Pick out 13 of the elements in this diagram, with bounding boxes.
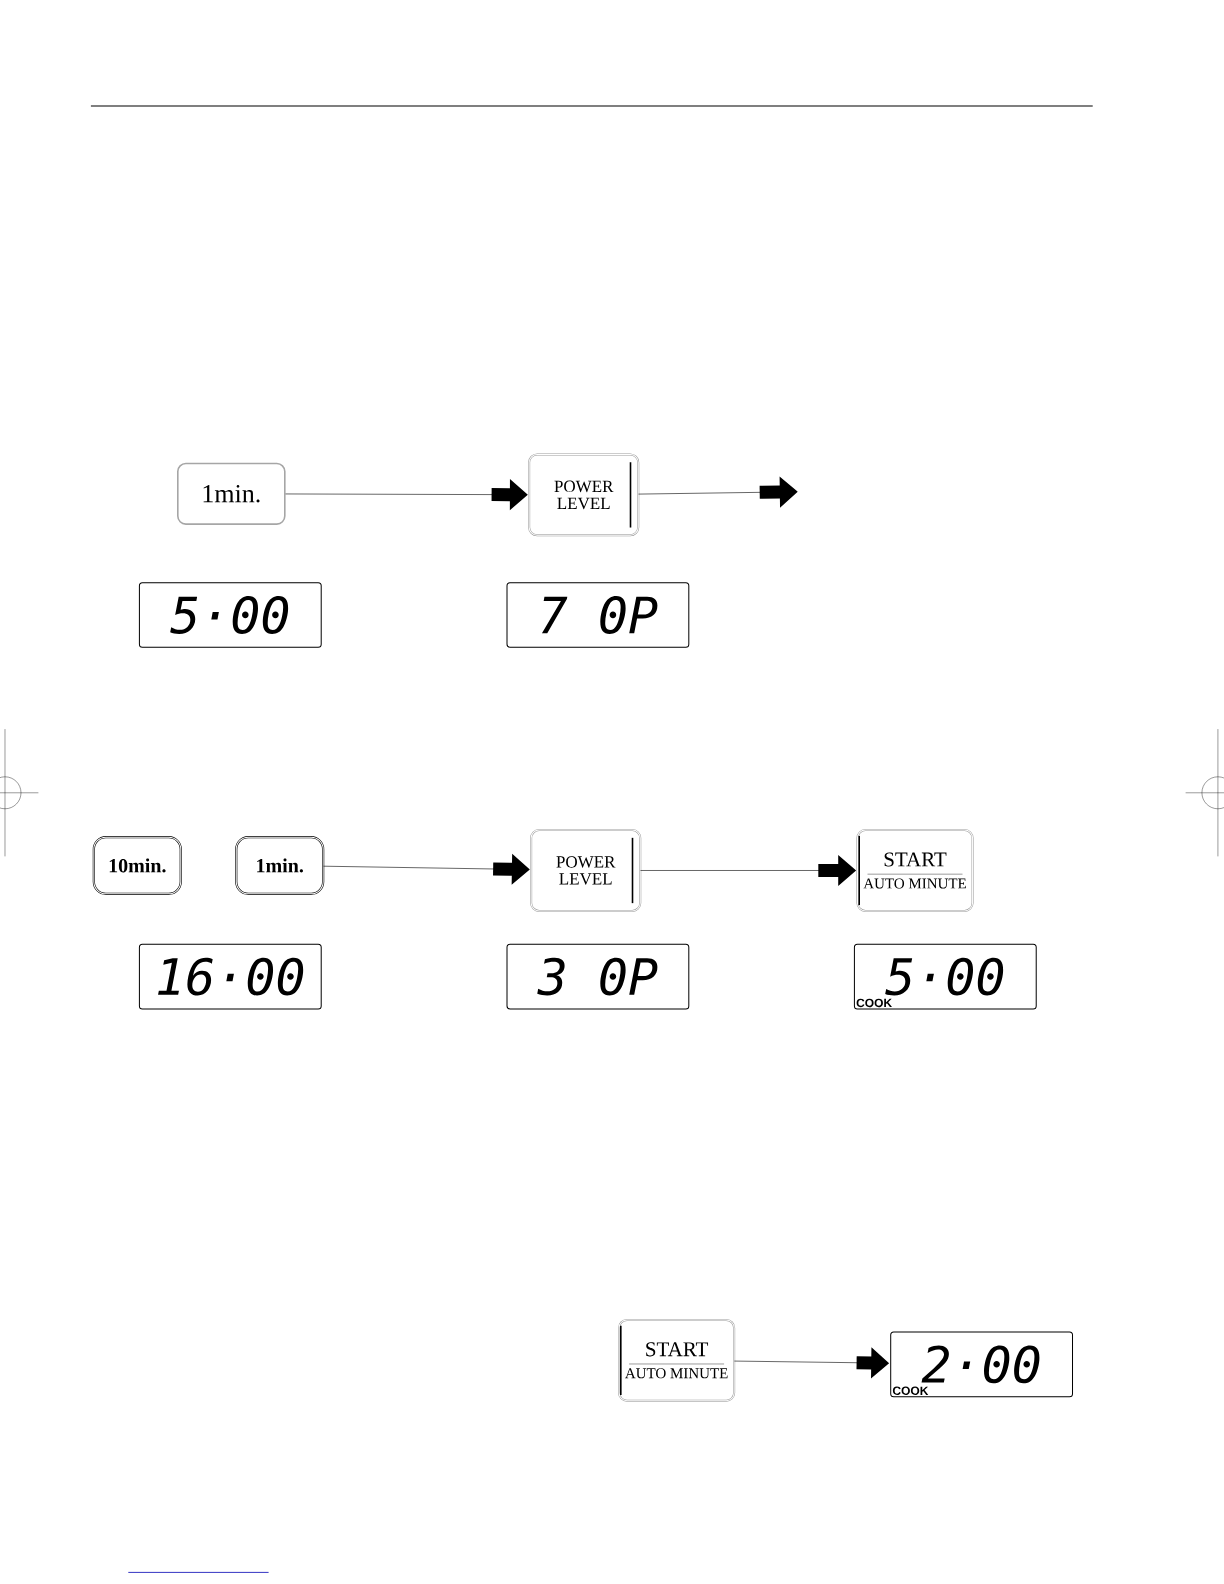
button: 10min. bbox=[92, 836, 182, 895]
display-panel: 3 0P bbox=[506, 943, 690, 1010]
button: 1min. bbox=[177, 462, 286, 525]
display-panel: 7 0P bbox=[506, 582, 690, 648]
button: START AUTO MINUTE bbox=[856, 829, 974, 912]
button: START AUTO MINUTE bbox=[618, 1318, 736, 1402]
display-panel: 5·00 COOK bbox=[853, 943, 1037, 1010]
display-panel: 2·00 COOK bbox=[890, 1331, 1073, 1398]
display-panel: 5·00 bbox=[138, 582, 322, 648]
display-panel: 16·00 bbox=[138, 943, 322, 1010]
button: 1min. bbox=[235, 836, 325, 895]
button: POWER LEVEL bbox=[528, 453, 640, 537]
button: POWER LEVEL bbox=[530, 829, 642, 912]
